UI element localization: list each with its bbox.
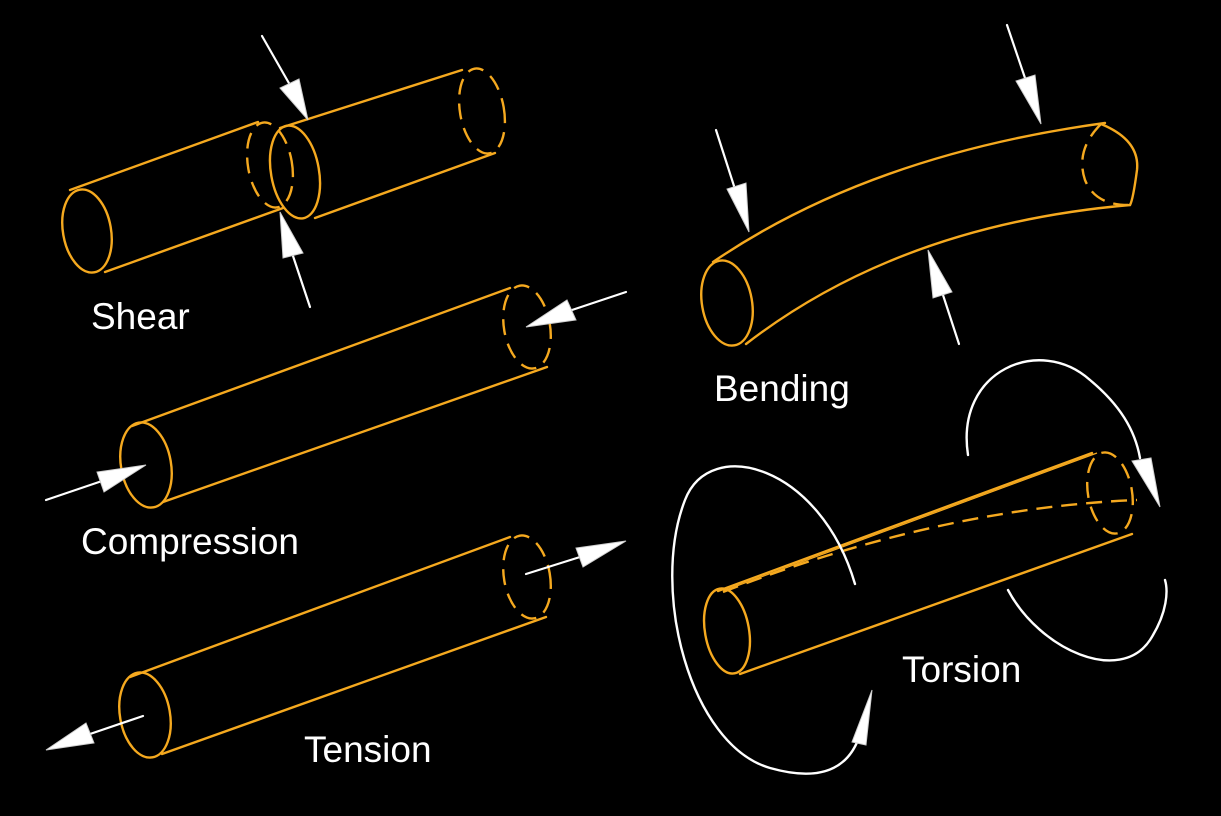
shear-arrow-bottom (279, 211, 312, 309)
bending-figure: Bending (700, 23, 1139, 409)
bending-arrow-right (1005, 23, 1042, 125)
shear-label: Shear (91, 296, 190, 337)
torsion-twist-arrow-left (671, 465, 873, 775)
bending-arrow-bottom (927, 249, 961, 346)
compression-label: Compression (81, 521, 299, 562)
tension-arrow-right (524, 540, 627, 576)
bending-beam (700, 121, 1139, 347)
tension-label: Tension (304, 729, 432, 770)
shear-right-cylinder (268, 67, 507, 220)
shear-arrow-top (260, 34, 309, 121)
bending-label: Bending (714, 368, 850, 409)
tension-cylinder (118, 534, 552, 759)
torsion-label: Torsion (902, 649, 1021, 690)
bending-arrow-left (714, 128, 750, 233)
torsion-figure: Torsion (671, 359, 1168, 775)
compression-figure: Compression (44, 284, 628, 562)
compression-arrow-left (44, 464, 147, 502)
tension-figure: Tension (45, 534, 627, 770)
torsion-shaft (702, 451, 1138, 676)
tension-arrow-left (45, 714, 145, 751)
shear-figure: Shear (61, 34, 507, 337)
compression-arrow-right (525, 290, 628, 328)
torsion-twist-arrow-right (965, 359, 1168, 662)
shear-left-cylinder (61, 120, 295, 274)
